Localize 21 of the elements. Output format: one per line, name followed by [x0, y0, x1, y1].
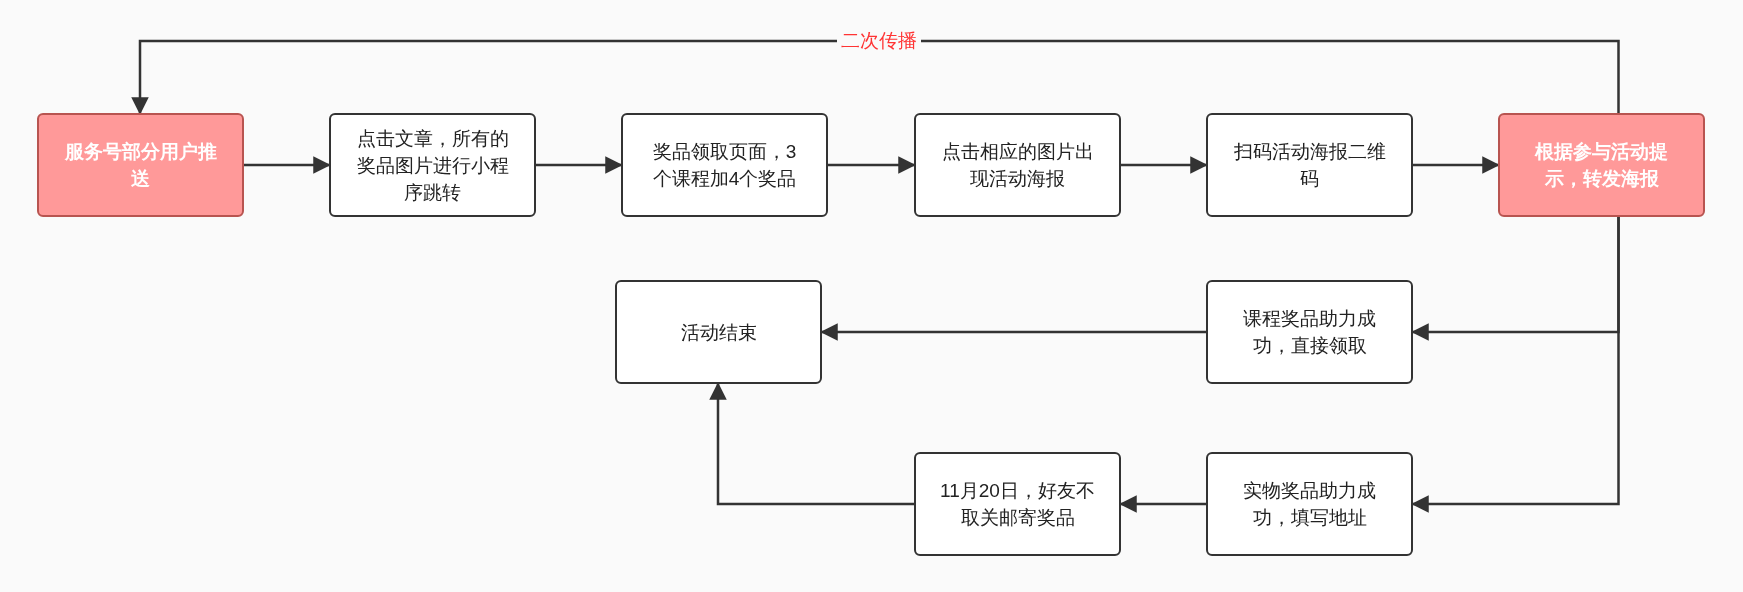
arrow — [244, 156, 331, 174]
arrow — [828, 156, 916, 174]
process-box: 活动结束 — [615, 280, 822, 384]
arrow — [1411, 217, 1620, 513]
highlighted-box: 根据参与活动提示，转发海报 — [1498, 113, 1705, 217]
process-box: 实物奖品助力成功，填写地址 — [1206, 452, 1413, 556]
highlighted-box: 服务号部分用户推送 — [37, 113, 244, 217]
edge-label: 二次传播 — [837, 30, 922, 52]
process-box: 奖品领取页面，3个课程加4个奖品 — [621, 113, 828, 217]
process-box: 点击文章，所有的奖品图片进行小程序跳转 — [329, 113, 536, 217]
arrow — [1121, 156, 1208, 174]
process-box: 点击相应的图片出现活动海报 — [914, 113, 1121, 217]
arrow — [1413, 156, 1500, 174]
arrow — [709, 382, 914, 506]
process-box: 11月20日，好友不取关邮寄奖品 — [914, 452, 1121, 556]
process-box: 扫码活动海报二维码 — [1206, 113, 1413, 217]
arrow — [131, 39, 1620, 115]
arrow — [820, 323, 1206, 341]
process-box: 课程奖品助力成功，直接领取 — [1206, 280, 1413, 384]
arrow — [1119, 495, 1206, 513]
arrow — [536, 156, 623, 174]
